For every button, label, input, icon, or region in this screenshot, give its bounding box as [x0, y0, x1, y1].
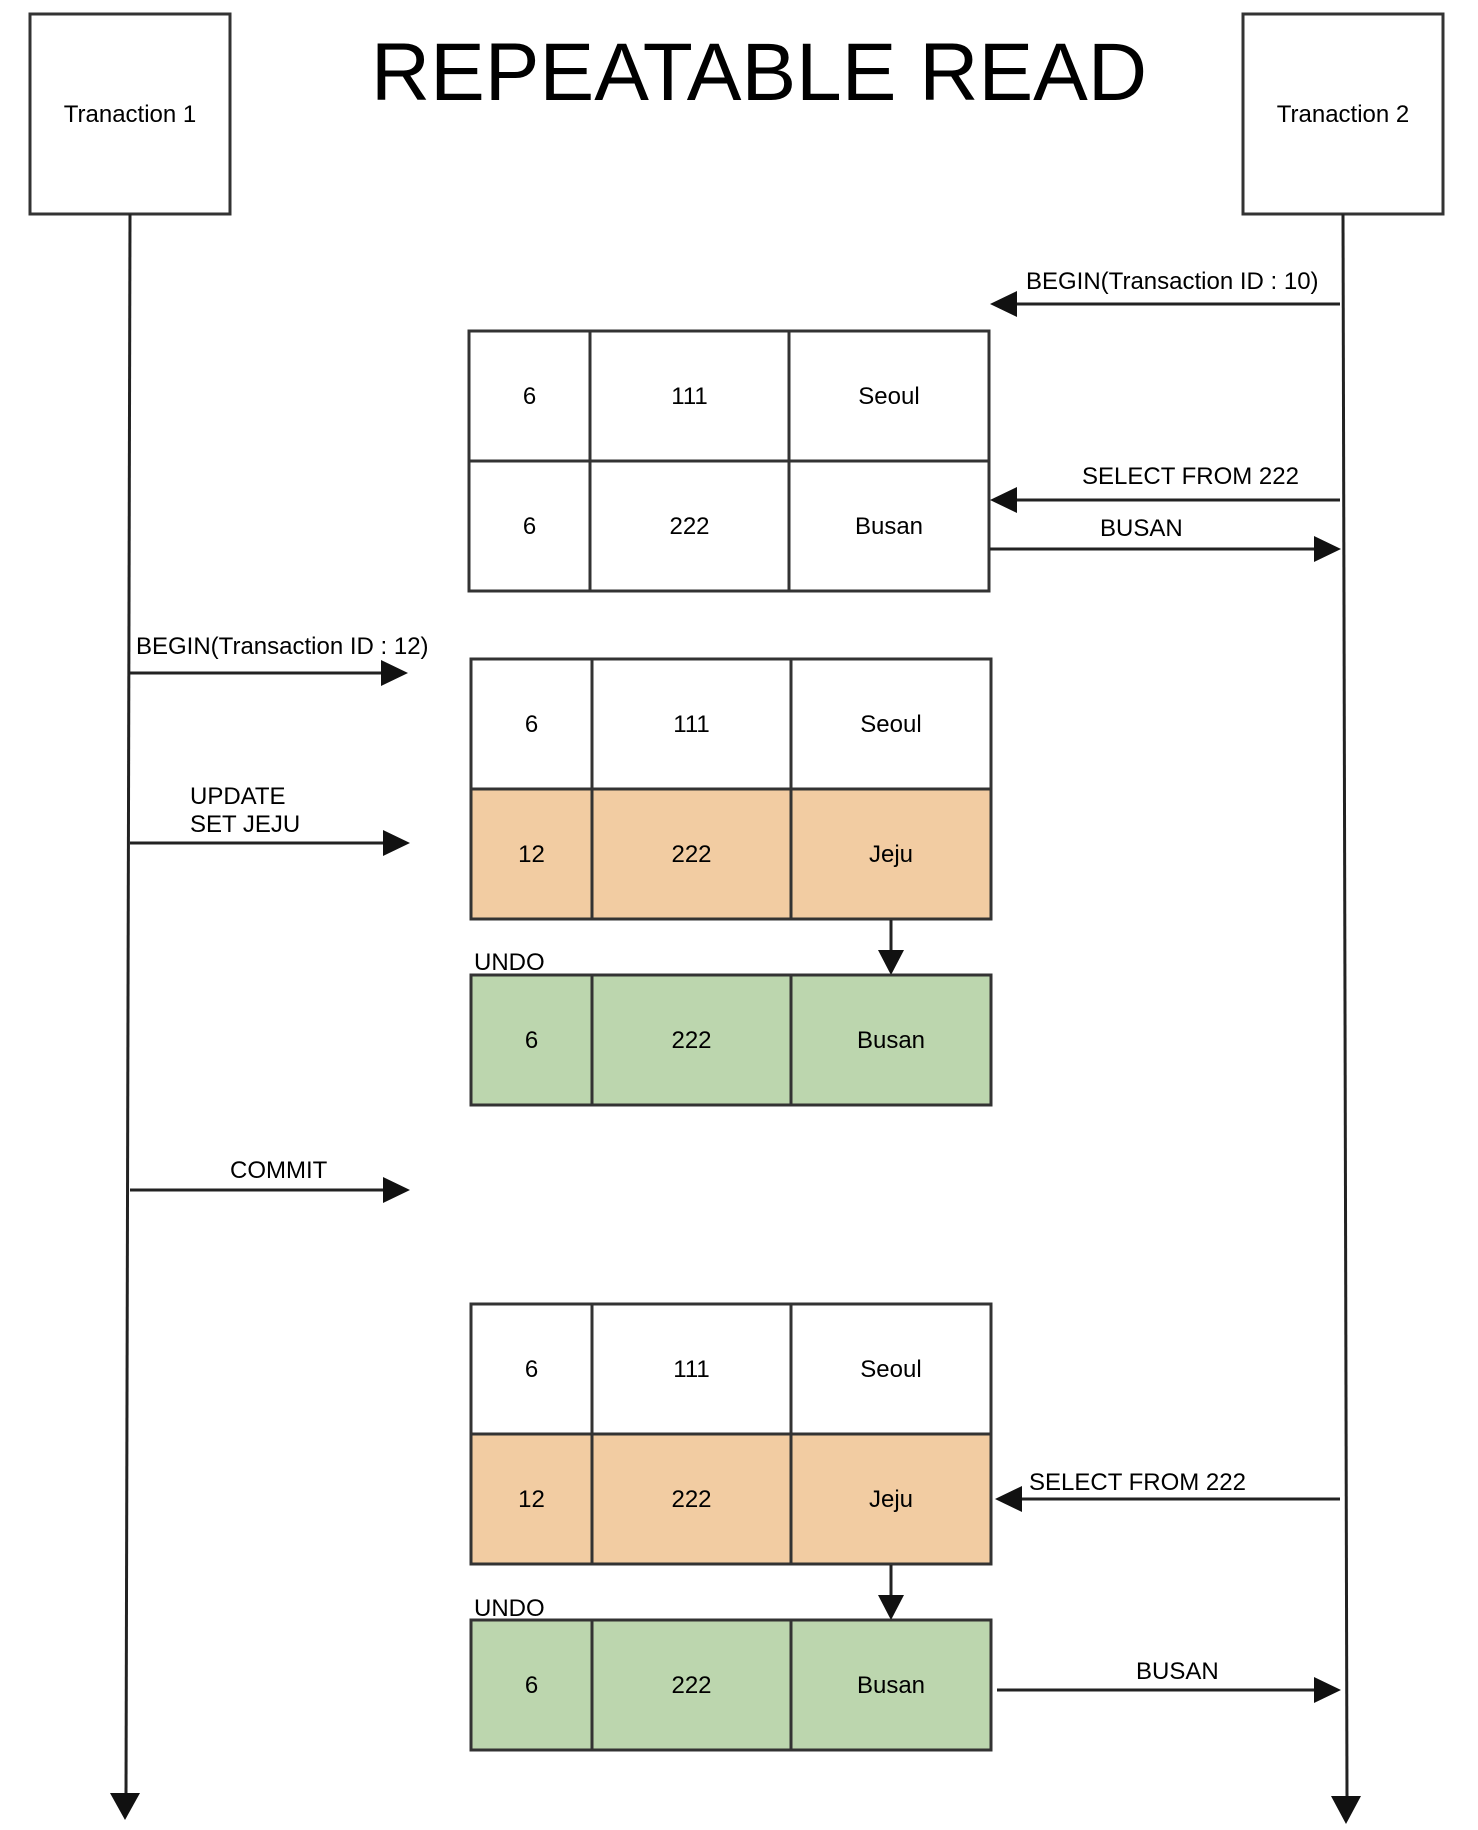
message-arrowhead — [383, 830, 410, 856]
record-table-3: 6 111 Seoul 12 222 Jeju — [469, 1302, 993, 1566]
city-cell — [787, 329, 991, 463]
key-cell — [590, 1432, 793, 1566]
city-cell-text: Jeju — [869, 841, 913, 868]
table-row: 6 222 Busan — [469, 1618, 993, 1752]
record-table-2: 6 111 Seoul 12 222 Jeju — [469, 657, 993, 921]
table-row: 12 222 Jeju — [469, 1432, 993, 1566]
city-cell — [789, 973, 993, 1107]
key-cell-text: 111 — [671, 383, 707, 410]
t1-update-label-line1: UPDATE — [190, 783, 286, 810]
transaction-1-lifeline — [110, 213, 140, 1820]
t2-result-2-label: BUSAN — [1136, 1658, 1219, 1685]
city-cell — [787, 459, 991, 593]
key-cell-text: 222 — [671, 1486, 711, 1513]
lifeline-line — [124, 213, 132, 1796]
table-row: 6 222 Busan — [467, 459, 991, 593]
t2-select-1-label: SELECT FROM 222 — [1082, 463, 1299, 490]
message-arrowhead — [1314, 536, 1341, 562]
city-cell-text: Seoul — [860, 711, 921, 738]
t2-begin-label: BEGIN(Transaction ID : 10) — [1026, 268, 1319, 295]
transaction-2-lifeline — [1331, 213, 1361, 1824]
t1-begin-message: BEGIN(Transaction ID : 12) — [130, 633, 429, 686]
t1-commit-message: COMMIT — [130, 1157, 410, 1203]
transaction-id-cell — [469, 1432, 594, 1566]
t1-commit-label: COMMIT — [230, 1157, 328, 1184]
t2-begin-message: BEGIN(Transaction ID : 10) — [990, 268, 1340, 317]
message-arrowhead — [995, 1486, 1022, 1512]
key-cell-text: 222 — [671, 1027, 711, 1054]
transaction-id-cell — [469, 657, 594, 791]
city-cell-text: Seoul — [858, 383, 919, 410]
t1-update-message: UPDATE SET JEJU — [130, 783, 410, 856]
undo-record-1: 6 222 Busan — [469, 973, 993, 1107]
undo-label-2: UNDO — [474, 1595, 545, 1622]
t2-select-2-message: SELECT FROM 222 — [995, 1469, 1340, 1512]
message-arrowhead — [383, 1177, 410, 1203]
key-cell-text: 222 — [671, 841, 711, 868]
transaction-id-cell-text: 12 — [518, 841, 545, 868]
table-row: 12 222 Jeju — [469, 787, 993, 921]
city-cell — [789, 1432, 993, 1566]
t2-result-1-message: BUSAN — [990, 515, 1341, 562]
transaction-id-cell — [469, 787, 594, 921]
city-cell-text: Seoul — [860, 1356, 921, 1383]
key-cell-text: 111 — [673, 1356, 709, 1383]
lifeline-line — [1341, 213, 1349, 1799]
transaction-id-cell-text: 6 — [525, 1027, 538, 1054]
t1-update-label-line2: SET JEJU — [190, 811, 300, 838]
key-cell — [590, 787, 793, 921]
city-cell-text: Jeju — [869, 1486, 913, 1513]
message-arrowhead — [381, 660, 408, 686]
t2-result-2-message: BUSAN — [997, 1658, 1341, 1703]
city-cell — [789, 657, 993, 791]
key-cell-text: 111 — [673, 711, 709, 738]
table-row: 6 111 Seoul — [469, 657, 993, 791]
city-cell — [789, 787, 993, 921]
undo-record-2: 6 222 Busan — [469, 1618, 993, 1752]
lifeline-arrowhead — [110, 1793, 140, 1820]
transaction-2-box — [1241, 12, 1445, 216]
transaction-id-cell — [469, 1618, 594, 1752]
record-table-1: 6 111 Seoul 6 222 Busan — [467, 329, 991, 593]
undo-pointer-1 — [878, 920, 904, 975]
key-cell — [590, 657, 793, 791]
undo-pointer-arrowhead — [878, 950, 904, 975]
transaction-2-participant: Tranaction 2 — [1241, 12, 1445, 216]
t2-select-2-label: SELECT FROM 222 — [1029, 1469, 1246, 1496]
message-arrowhead — [990, 291, 1017, 317]
key-cell — [590, 1302, 793, 1436]
city-cell-text: Busan — [857, 1672, 925, 1699]
transaction-id-cell-text: 6 — [523, 513, 536, 540]
key-cell-text: 222 — [671, 1672, 711, 1699]
transaction-id-cell-text: 6 — [525, 1356, 538, 1383]
table-row: 6 111 Seoul — [469, 1302, 993, 1436]
transaction-1-participant: Tranaction 1 — [28, 12, 232, 216]
undo-pointer-arrowhead — [878, 1595, 904, 1620]
city-cell-text: Busan — [857, 1027, 925, 1054]
diagram-title: REPEATABLE READ — [371, 27, 1147, 118]
t2-result-1-label: BUSAN — [1100, 515, 1183, 542]
t1-begin-label: BEGIN(Transaction ID : 12) — [136, 633, 429, 660]
city-cell-text: Busan — [855, 513, 923, 540]
lifeline-arrowhead — [1331, 1796, 1361, 1824]
table-row: 6 222 Busan — [469, 973, 993, 1107]
transaction-id-cell-text: 6 — [525, 1672, 538, 1699]
t2-select-1-message: SELECT FROM 222 — [990, 463, 1340, 513]
transaction-id-cell-text: 12 — [518, 1486, 545, 1513]
transaction-id-cell-text: 6 — [525, 711, 538, 738]
message-arrowhead — [990, 487, 1017, 513]
message-arrowhead — [1314, 1677, 1341, 1703]
table-row: 6 111 Seoul — [467, 329, 991, 463]
undo-label-1: UNDO — [474, 949, 545, 976]
key-cell-text: 222 — [669, 513, 709, 540]
city-cell — [789, 1618, 993, 1752]
transaction-1-box — [28, 12, 232, 216]
transaction-2-label: Tranaction 2 — [1277, 101, 1410, 128]
key-cell — [590, 1618, 793, 1752]
transaction-1-label: Tranaction 1 — [64, 101, 197, 128]
transaction-id-cell-text: 6 — [523, 383, 536, 410]
undo-pointer-2 — [878, 1565, 904, 1620]
